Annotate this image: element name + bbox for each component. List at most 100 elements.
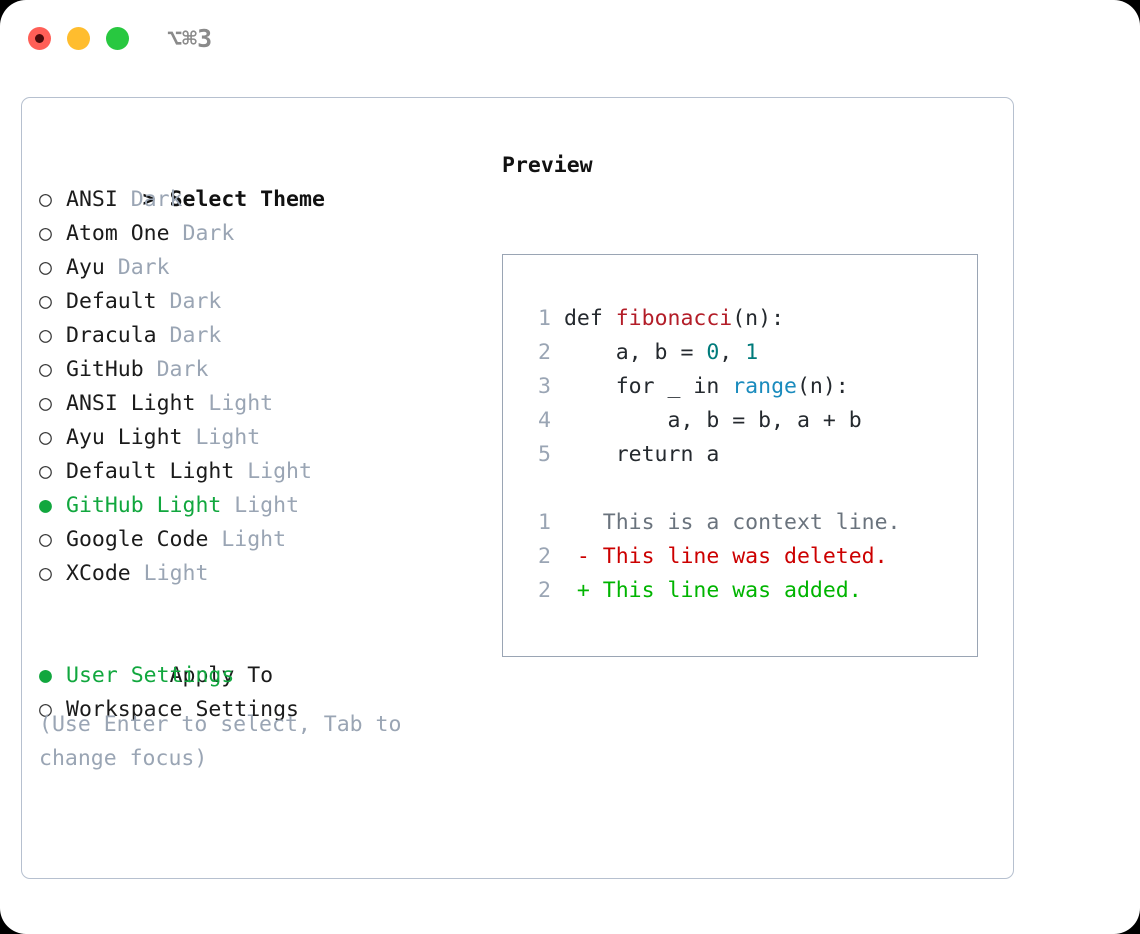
keyboard-shortcut-label: ⌥⌘3 (167, 24, 213, 53)
theme-picker-column: >Select Theme ○ANSI Dark○Atom One Dark○A… (39, 149, 479, 727)
theme-list-item[interactable]: ○ Default Light Light (39, 455, 479, 489)
main-panel: >Select Theme ○ANSI Dark○Atom One Dark○A… (21, 97, 1014, 879)
apply-to-header-label: Apply To (169, 663, 274, 688)
theme-name-label: ANSI Light (66, 391, 196, 416)
radio-unselected-icon: ○ (39, 391, 52, 416)
code-gutter-space (551, 340, 564, 365)
code-token-plain: (n): (796, 374, 849, 399)
theme-name-label: Default Light (66, 459, 235, 484)
radio-unselected-icon: ○ (39, 425, 52, 450)
theme-variant-label: Dark (169, 221, 235, 246)
minimize-window-button[interactable] (67, 27, 90, 50)
code-token-plain: for _ in (563, 374, 733, 399)
theme-list-item[interactable]: ○ANSI Dark (39, 183, 479, 217)
radio-unselected-icon: ○ (39, 357, 52, 382)
code-line: 3 for _ in range(n): (521, 370, 971, 404)
theme-name-label: Dracula (66, 323, 157, 348)
diff-line-text-context: This is a context line. (551, 510, 901, 535)
maximize-window-button[interactable] (106, 27, 129, 50)
code-line: 2 a, b = 0, 1 (521, 336, 971, 370)
radio-unselected-icon: ○ (39, 289, 52, 314)
theme-variant-label: Light (195, 391, 274, 416)
theme-variant-label: Dark (117, 187, 183, 212)
theme-list-item[interactable]: ○ GitHub Dark (39, 353, 479, 387)
apply-to-header: ○Apply To (39, 625, 479, 688)
radio-selected-icon: ● (39, 493, 52, 518)
theme-variant-label: Light (234, 459, 312, 484)
theme-name-label: XCode (66, 561, 131, 586)
theme-name-label: GitHub (66, 357, 144, 382)
code-gutter-space (551, 374, 564, 399)
apply-to-option-label: Workspace Settings (66, 697, 299, 722)
code-token-plain: , (719, 340, 746, 365)
theme-list-item[interactable]: ○ Default Dark (39, 285, 479, 319)
code-line-number: 4 (538, 408, 551, 433)
code-line-number: 3 (538, 374, 551, 399)
theme-list-item[interactable]: ○Google Code Light (39, 523, 479, 557)
theme-variant-label: Dark (156, 289, 222, 314)
diff-sample: 1 This is a context line.2 - This line w… (521, 506, 971, 608)
radio-unselected-icon: ○ (39, 561, 52, 586)
select-theme-header-label: Select Theme (169, 187, 325, 212)
code-line-number: 2 (538, 340, 551, 365)
theme-variant-label: Dark (104, 255, 170, 280)
theme-variant-label: Dark (143, 357, 209, 382)
code-line: 4 a, b = b, a + b (521, 404, 971, 438)
code-line: 1 def fibonacci(n): (521, 302, 971, 336)
theme-name-label: GitHub Light (66, 493, 222, 518)
radio-unselected-icon: ○ (39, 221, 52, 246)
apply-to-option[interactable]: ○ Workspace Settings (39, 693, 479, 727)
apply-to-option-label: User Settings (66, 663, 235, 688)
diff-line-text-add: + This line was added. (551, 578, 862, 603)
code-diff-separator (521, 472, 971, 506)
diff-line-number: 2 (538, 544, 551, 569)
diff-line: 2 + This line was added. (521, 574, 971, 608)
diff-line: 2 - This line was deleted. (521, 540, 971, 574)
code-token-plain: return a (563, 442, 720, 467)
close-icon (35, 34, 44, 43)
preview-title: Preview (502, 153, 593, 178)
diff-line-text-del: - This line was deleted. (551, 544, 888, 569)
radio-unselected-icon: ○ (39, 697, 52, 722)
theme-list-item[interactable]: ○Ayu Light Light (39, 421, 479, 455)
code-token-num: 1 (745, 340, 759, 365)
caret-icon: > (142, 187, 156, 212)
theme-name-label: Ayu (66, 255, 105, 280)
theme-list-item[interactable]: ○Ayu Dark (39, 251, 479, 285)
theme-variant-label: Light (130, 561, 209, 586)
theme-variant-label: Light (208, 527, 287, 552)
theme-name-label: Atom One (66, 221, 170, 246)
code-line-number: 1 (538, 306, 551, 331)
preview-column: Preview 1 def fibonacci(n):2 a, b = 0, 1… (502, 149, 1002, 657)
theme-name-label: ANSI (66, 187, 118, 212)
theme-variant-label: Light (221, 493, 300, 518)
theme-list-item[interactable]: ○ ANSI Light Light (39, 387, 479, 421)
theme-name-label: Default (66, 289, 157, 314)
code-gutter-space (551, 442, 564, 467)
radio-unselected-icon: ○ (39, 323, 52, 348)
keyboard-hint-text: (Use Enter to select, Tab to change focu… (39, 712, 402, 771)
code-token-plain: (n): (732, 306, 785, 331)
radio-unselected-icon: ○ (39, 459, 52, 484)
theme-variant-label: Light (182, 425, 261, 450)
theme-list-item[interactable]: ○ XCode Light (39, 557, 479, 591)
diff-line-number: 1 (538, 510, 551, 535)
theme-list-item[interactable]: ○Dracula Dark (39, 319, 479, 353)
theme-list-item[interactable]: ● GitHub Light Light (39, 489, 479, 523)
apply-to-option[interactable]: ● User Settings (39, 659, 479, 693)
code-token-plain: a, b = (563, 340, 707, 365)
theme-list-item[interactable]: ○ Atom One Dark (39, 217, 479, 251)
radio-selected-icon: ● (39, 663, 52, 688)
code-line: 5 return a (521, 438, 971, 472)
code-token-num: 0 (706, 340, 720, 365)
theme-name-label: Google Code (66, 527, 209, 552)
window-titlebar: ⌥⌘3 (0, 0, 1140, 78)
code-token-fn: fibonacci (615, 306, 733, 331)
diff-line: 1 This is a context line. (521, 506, 971, 540)
code-token-builtin: range (732, 374, 797, 399)
select-theme-header: > Select Theme (39, 149, 479, 212)
apply-to-list: ● User Settings ○ Workspace Settings (39, 659, 479, 727)
